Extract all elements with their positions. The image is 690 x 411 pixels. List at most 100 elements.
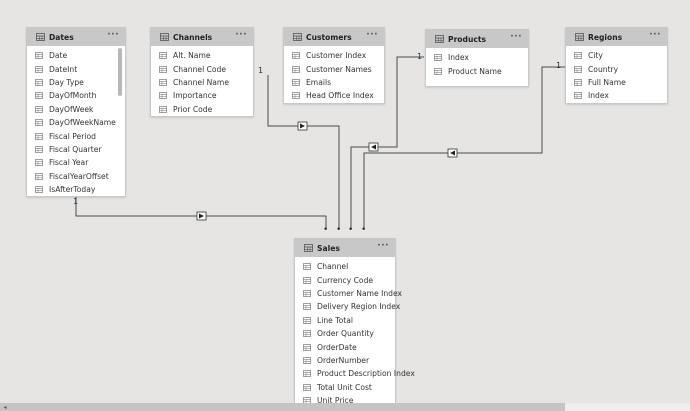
field-name: Alt. Name: [173, 51, 211, 61]
relationship-products-sales[interactable]: [350, 56, 424, 228]
field-name: DayOfMonth: [49, 91, 97, 101]
scroll-left-arrow-icon[interactable]: ◂: [3, 403, 7, 411]
more-options-icon[interactable]: ···: [510, 32, 522, 42]
more-options-icon[interactable]: ···: [366, 30, 378, 40]
field-name: Index: [448, 53, 469, 63]
cardinality-one-dates: 1: [73, 197, 79, 206]
field-row[interactable]: Order Quantity: [295, 327, 395, 340]
field-name: Date: [49, 51, 68, 61]
field-row[interactable]: Product Description Index: [295, 367, 415, 380]
field-row[interactable]: Fiscal Year: [27, 156, 125, 169]
field-row[interactable]: Channel Code: [151, 62, 253, 75]
field-icon: [159, 92, 167, 100]
horizontal-scrollbar-thumb[interactable]: [0, 403, 565, 411]
field-name: DateInt: [49, 64, 78, 74]
field-name: Fiscal Quarter: [49, 144, 102, 154]
field-row[interactable]: Index: [426, 51, 528, 64]
field-name: DayOfWeekName: [49, 118, 116, 128]
field-row[interactable]: Prior Code: [151, 103, 253, 116]
field-row[interactable]: Fiscal Quarter: [27, 143, 125, 156]
field-name: Fiscal Year: [49, 158, 89, 168]
table-title: Dates: [49, 32, 74, 42]
cardinality-one-channels: 1: [258, 66, 264, 75]
field-name: Head Office Index: [306, 91, 374, 101]
field-icon: [574, 65, 582, 73]
field-row[interactable]: Fiscal Period: [27, 129, 125, 142]
field-row[interactable]: Head Office Index: [284, 89, 384, 102]
field-row[interactable]: Importance: [151, 89, 253, 102]
field-row[interactable]: Date: [27, 49, 125, 62]
field-row[interactable]: Total Unit Cost: [295, 381, 395, 394]
table-header-dates[interactable]: Dates ···: [27, 28, 125, 46]
cardinality-many-products: •: [348, 225, 354, 235]
field-row[interactable]: Customer Name Index: [295, 287, 402, 300]
field-row[interactable]: Currency Code: [295, 273, 395, 286]
field-row[interactable]: IsAfterToday: [27, 183, 125, 196]
field-icon: [303, 343, 311, 351]
field-icon: [159, 79, 167, 86]
field-row[interactable]: Alt. Name: [151, 49, 253, 62]
more-options-icon[interactable]: ···: [235, 30, 247, 40]
field-name: Channel Name: [173, 77, 229, 87]
field-row[interactable]: Channel Name: [151, 76, 253, 89]
field-row[interactable]: Emails: [284, 76, 384, 89]
field-row[interactable]: Customer Index: [284, 49, 384, 62]
field-row[interactable]: OrderNumber: [295, 354, 395, 367]
table-icon: [293, 33, 302, 41]
field-row[interactable]: DateInt: [27, 62, 125, 75]
field-row[interactable]: Delivery Region Index: [295, 300, 400, 313]
field-name: Importance: [173, 91, 217, 101]
field-row[interactable]: DayOfWeek: [27, 103, 125, 116]
more-options-icon[interactable]: ···: [649, 30, 661, 40]
field-row[interactable]: City: [566, 49, 667, 62]
table-icon: [36, 33, 45, 41]
field-name: Index: [588, 91, 609, 101]
table-header-sales[interactable]: Sales···: [295, 239, 395, 257]
field-row[interactable]: Country: [566, 62, 667, 75]
relationship-regions-sales[interactable]: [363, 66, 565, 228]
field-name: Channel Code: [173, 64, 227, 74]
field-row[interactable]: Full Name: [566, 76, 667, 89]
field-name: Full Name: [588, 77, 626, 87]
field-row[interactable]: Product Name: [426, 64, 528, 77]
field-name: Line Total: [317, 315, 353, 325]
field-row[interactable]: Channel: [295, 260, 395, 273]
table-header-customers[interactable]: Customers ···: [284, 28, 384, 46]
cardinality-many-channels: •: [336, 225, 342, 235]
table-header-products[interactable]: Products ···: [426, 30, 528, 48]
field-name: OrderNumber: [317, 355, 370, 365]
field-row[interactable]: OrderDate: [295, 340, 395, 353]
field-icon: [292, 65, 300, 73]
table-title: Products: [448, 34, 487, 44]
horizontal-scrollbar-track[interactable]: [565, 403, 690, 411]
table-header-regions[interactable]: Regions···: [566, 28, 667, 46]
vertical-scrollbar[interactable]: [118, 48, 122, 96]
more-options-icon[interactable]: ···: [377, 241, 389, 251]
field-row[interactable]: DayOfWeekName: [27, 116, 125, 129]
table-title: Customers: [306, 32, 352, 42]
cardinality-one-regions: 1: [556, 61, 562, 70]
field-name: IsAfterToday: [49, 185, 96, 195]
table-header-channels[interactable]: Channels···: [151, 28, 253, 46]
field-row[interactable]: Line Total: [295, 314, 395, 327]
field-row[interactable]: FiscalYearOffset: [27, 170, 125, 183]
field-row[interactable]: DayOfMonth: [27, 89, 125, 102]
field-icon: [35, 119, 43, 126]
field-row[interactable]: Customer Names: [284, 62, 384, 75]
field-icon: [434, 54, 442, 62]
more-options-icon[interactable]: ···: [107, 30, 119, 40]
field-icon: [303, 330, 311, 337]
field-row[interactable]: Index: [566, 89, 667, 102]
field-row[interactable]: Day Type: [27, 76, 125, 89]
